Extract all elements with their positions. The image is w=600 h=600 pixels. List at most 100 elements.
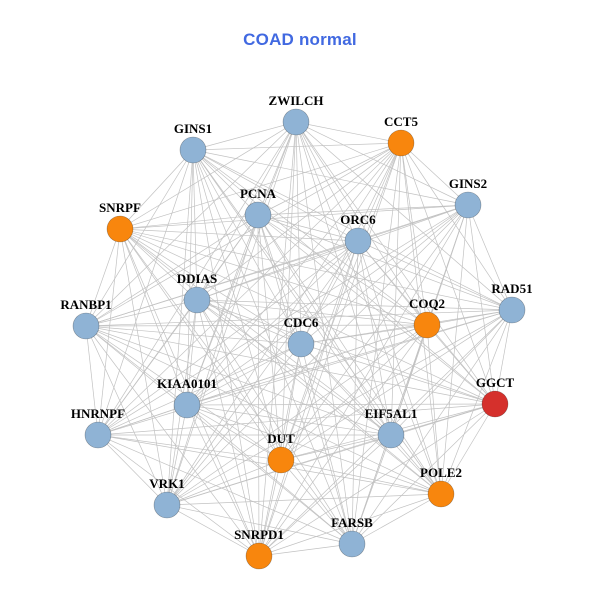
network-edge [295,121,402,144]
network-edge [258,204,469,557]
node-FARSB [338,530,366,558]
network-edge [166,240,359,506]
network-edge [97,434,260,557]
network-edge [196,299,353,545]
node-label-CDC6: CDC6 [284,315,319,330]
network-edge [426,324,496,405]
network-edge [192,121,297,151]
network-edge [300,343,353,545]
network-edge [85,325,496,405]
network-edge [351,434,392,545]
network-edge [97,142,402,436]
network-edge [280,459,353,545]
network-edge [85,325,168,506]
network-edge [119,228,353,545]
network-edge [357,142,402,242]
network-edge [280,142,402,461]
network-edge [257,214,359,242]
network-edge [196,204,469,301]
network-edge [166,504,353,545]
network-edge [97,434,168,506]
network-edge [119,228,282,461]
network-edge [295,121,496,405]
network-edge [357,240,442,495]
network-edge [351,240,359,545]
network-edge [119,214,259,230]
node-label-VRK1: VRK1 [149,476,184,491]
network-edge [295,121,513,311]
network-edge [257,214,260,557]
network-edge [196,299,428,326]
network-edge [440,309,513,495]
node-label-SNRPD1: SNRPD1 [234,527,284,542]
network-edge [295,121,392,436]
nodes-layer [72,108,526,570]
network-edge [85,325,260,557]
network-edge [196,299,260,557]
network-edge [192,149,282,461]
network-edge [400,142,428,326]
network-edge [119,142,402,230]
network-edge [166,493,442,506]
network-edge [196,142,402,301]
network-edge [97,228,121,436]
network-edge [119,228,168,506]
network-edge [166,149,194,506]
network-edge [119,228,359,242]
network-edge [166,504,260,557]
node-label-SNRPF: SNRPF [99,200,141,215]
node-EIF5AL1 [377,421,405,449]
network-edge [85,309,513,327]
node-label-COQ2: COQ2 [409,296,445,311]
network-edge [258,493,442,557]
node-KIAA0101 [173,391,201,419]
node-CDC6 [287,330,315,358]
node-label-DUT: DUT [267,431,295,446]
labels-layer: ZWILCHCCT5GINS1GINS2PCNASNRPFORC6DDIASRA… [60,93,532,542]
node-COQ2 [413,311,441,339]
network-edge [186,121,297,406]
network-edge [97,121,297,436]
node-VRK1 [153,491,181,519]
network-edge [258,403,496,557]
network-edge [97,149,194,436]
network-edge [186,403,496,406]
node-label-ZWILCH: ZWILCH [269,93,324,108]
network-edge [119,228,198,301]
network-edge [196,299,442,495]
network-edge [351,309,513,545]
network-edge [119,121,297,230]
network-edge [186,299,198,406]
node-DDIAS [183,286,211,314]
network-edge [257,142,402,216]
network-edge [300,343,392,436]
node-SNRPF [106,215,134,243]
network-edge [85,240,359,327]
network-edge [440,204,469,495]
network-edge [257,214,353,545]
network-edge [300,309,513,345]
node-CCT5 [387,129,415,157]
network-edge [494,309,513,405]
network-edge [85,214,259,327]
node-label-GINS1: GINS1 [174,121,212,136]
network-edge [196,299,513,311]
network-edge [196,299,392,436]
network-edge [97,403,496,436]
network-edge [295,121,302,345]
network-edge [85,325,188,406]
network-edge [186,343,302,406]
node-label-GGCT: GGCT [476,375,515,390]
network-edge [186,309,513,406]
node-label-HNRNPF: HNRNPF [71,406,125,421]
network-edge [119,149,194,230]
network-edge [97,309,513,436]
network-edge [300,204,469,345]
node-DUT [267,446,295,474]
network-edge [258,240,359,557]
node-label-POLE2: POLE2 [420,465,462,480]
network-edge [295,121,353,545]
network-edge [440,403,496,495]
network-edge [280,459,442,495]
